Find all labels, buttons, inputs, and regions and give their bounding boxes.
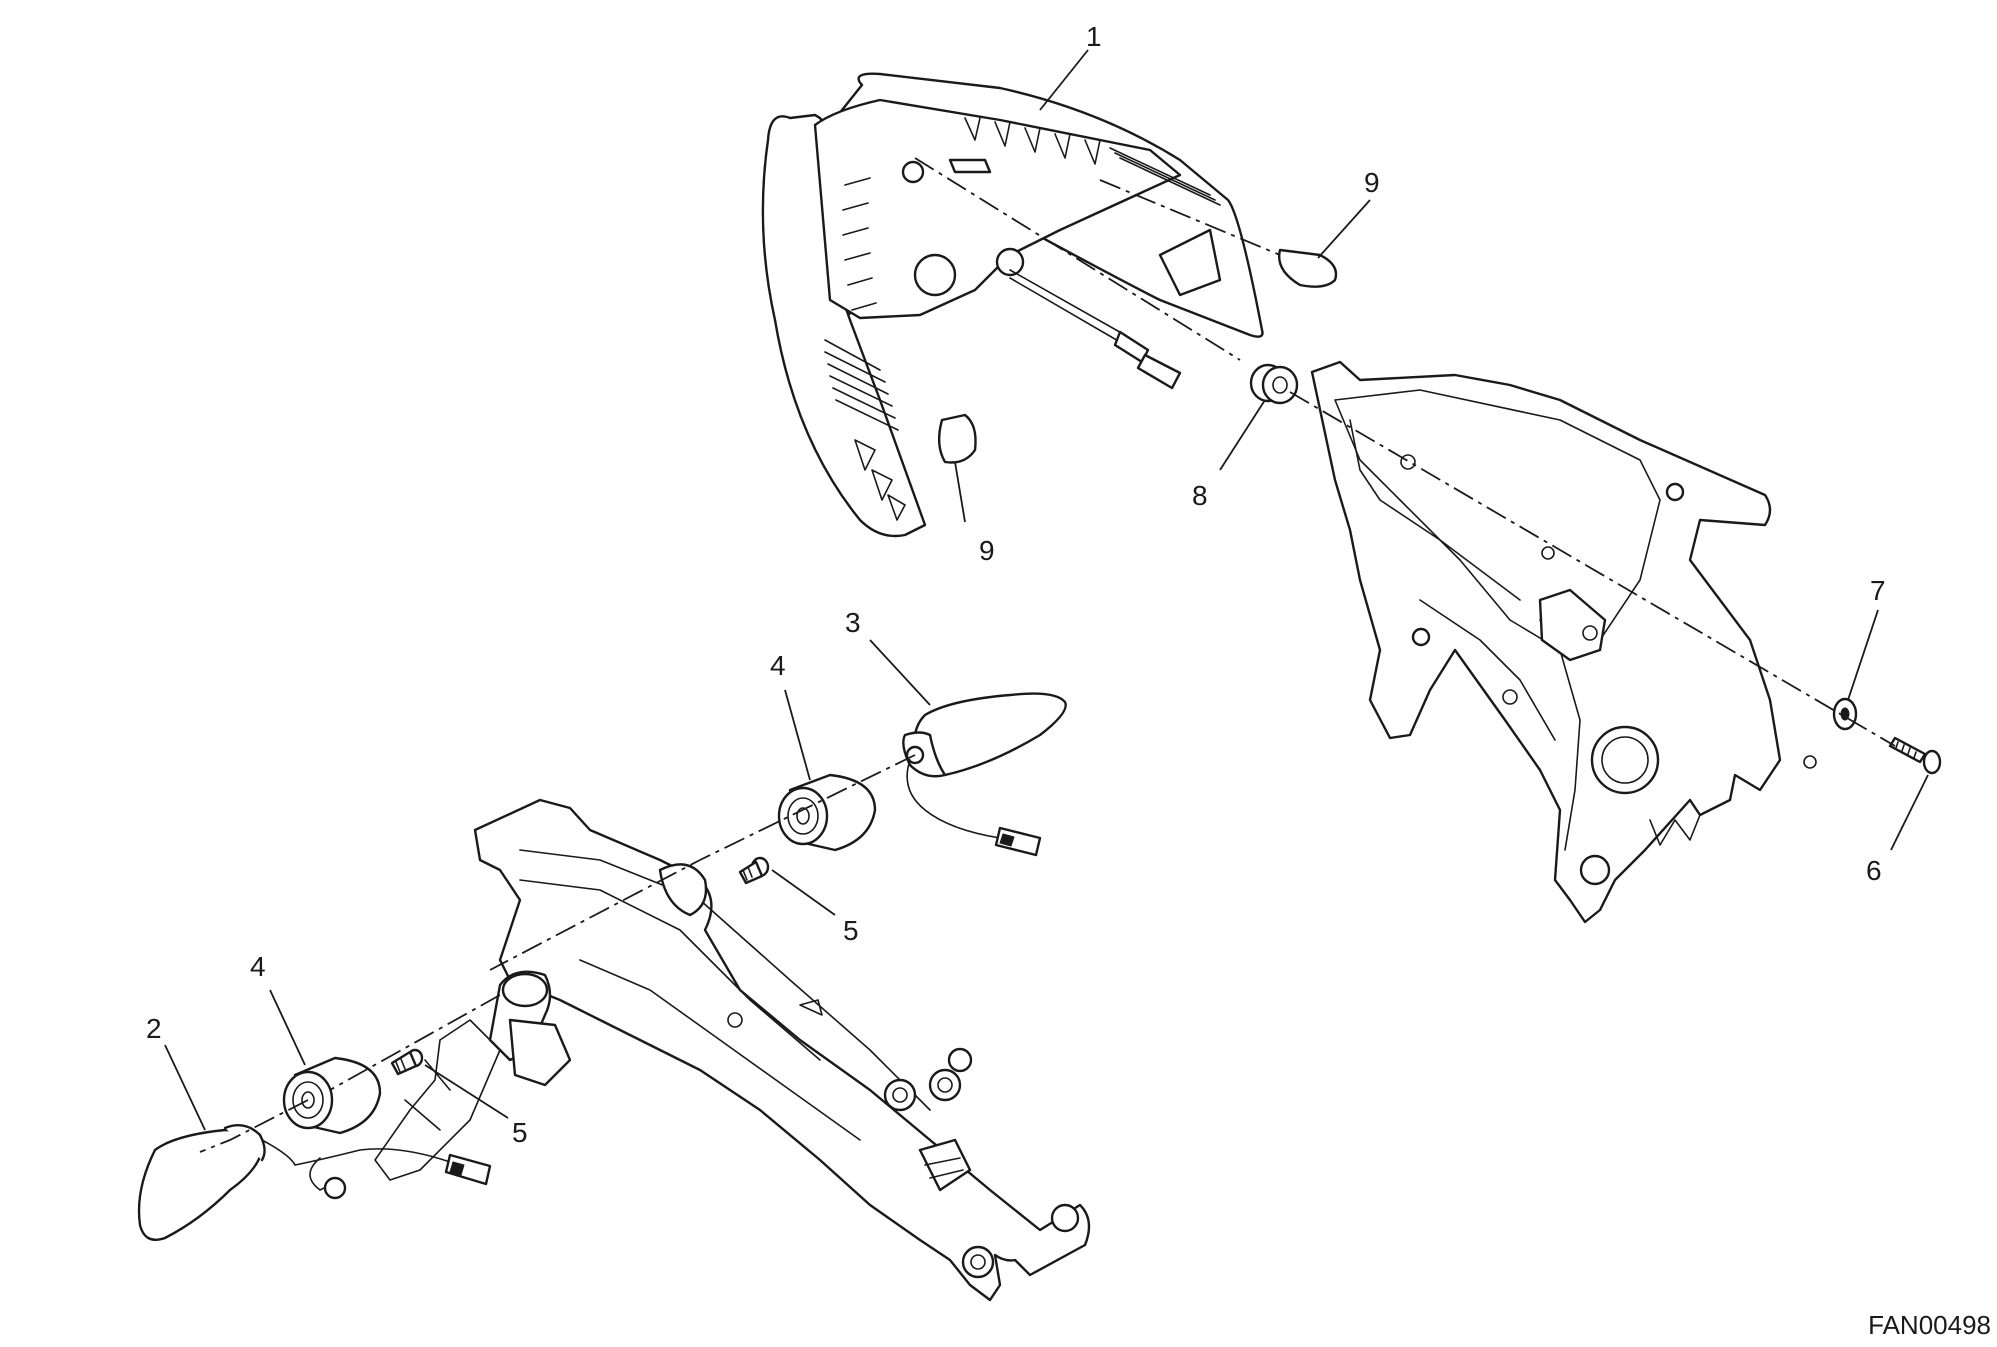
callout-4-lower: 4 [250,951,266,982]
part-turn-indicator-left [137,1124,492,1242]
part-screw [1888,736,1942,775]
callout-leaders [164,49,1929,1131]
part-tail-light-cover [761,72,1264,538]
part-plate-holder-bracket [1310,360,1817,924]
callout-4-upper: 4 [770,650,786,681]
assembly-axes [199,157,1896,1153]
callout-2: 2 [146,1013,162,1044]
drawing-code-label: FAN00498 [1868,1310,1991,1340]
cover-vent-slots [824,117,1221,521]
part-rear-subframe [374,798,1091,1302]
callout-5-lower: 5 [512,1117,528,1148]
part-rubber-plug-upper [1278,248,1338,288]
part-screw-lower [390,1048,424,1076]
callout-6: 6 [1866,855,1882,886]
part-screw-upper [738,856,770,885]
callout-numbers: 1 9 9 8 7 6 3 4 5 4 5 2 [146,21,1886,1148]
callout-1: 1 [1086,21,1102,52]
callout-7: 7 [1870,575,1886,606]
part-turn-indicator-right [902,692,1067,857]
callout-9-lower: 9 [979,535,995,566]
callout-5-upper: 5 [843,915,859,946]
part-washer [1832,697,1858,731]
callout-9-upper: 9 [1364,167,1380,198]
part-grommet [1249,363,1299,405]
callout-3: 3 [845,607,861,638]
part-rubber-mount-lower [282,1056,382,1135]
callout-8: 8 [1192,480,1208,511]
part-rubber-plug-lower [937,413,977,464]
part-rubber-mount-upper [777,773,877,852]
